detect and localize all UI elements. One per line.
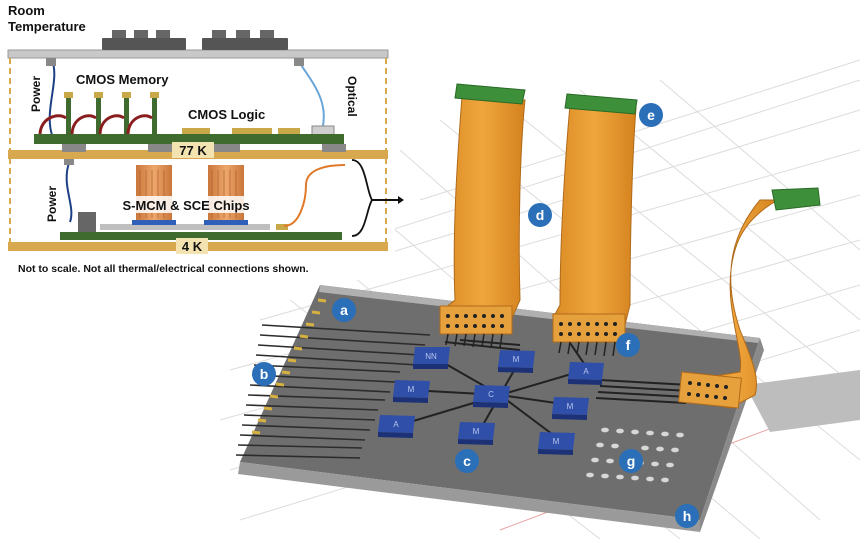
chip: NN (413, 347, 450, 369)
flex-cable-1 (438, 83, 526, 349)
power-label-top: Power (29, 76, 43, 112)
cmos-logic-label: CMOS Logic (188, 107, 265, 122)
chip: M (458, 422, 495, 445)
smcm-label: S-MCM & SCE Chips (122, 198, 249, 213)
pcb-77k (34, 134, 344, 144)
stage-77k-label: 77 K (179, 143, 207, 158)
via-array (585, 427, 685, 483)
stage-4k-badge (176, 238, 208, 254)
svg-text:a: a (340, 302, 348, 318)
power-line-bottom (65, 159, 73, 223)
cryostat-schematic: Room Temperature Power Optical CMOS Memo… (0, 0, 404, 280)
svg-text:e: e (647, 107, 655, 123)
optical-label: Optical (345, 76, 359, 117)
room-temperature-label-line1: Room (8, 3, 45, 18)
svg-text:c: c (463, 453, 471, 469)
edge-pads (251, 298, 327, 435)
chip: M (393, 380, 430, 403)
svg-text:b: b (260, 366, 269, 382)
cmos-memory-modules (38, 92, 159, 136)
stage-4k-label: 4 K (182, 239, 203, 254)
svg-text:f: f (626, 337, 631, 353)
svg-text:d: d (536, 207, 545, 223)
callout-g: g (619, 449, 643, 473)
chip-label: M (567, 402, 574, 411)
callout-a: a (332, 298, 356, 322)
callout-e: e (639, 103, 663, 127)
room-temperature-plate (7, 30, 389, 59)
pcb-4k (60, 232, 342, 240)
smcm-stacks (136, 165, 244, 223)
stage-77k-badge (172, 142, 214, 158)
chip-label: M (553, 437, 560, 446)
svg-text:g: g (627, 453, 636, 469)
svg-text:h: h (683, 508, 692, 524)
cmos-memory-label: CMOS Memory (76, 72, 169, 87)
flex-cable-2 (552, 93, 638, 357)
callout-h: h (675, 504, 699, 528)
callout-f: f (616, 333, 640, 357)
chip: A (378, 415, 415, 438)
callout-d: d (528, 203, 552, 227)
schematic-flex-cable (283, 164, 346, 227)
chip-label: A (393, 420, 399, 429)
sce-chip-row (100, 220, 288, 230)
chip-label: M (513, 355, 520, 364)
chip: M (498, 350, 535, 373)
smcm-label-backdrop (100, 196, 274, 213)
stage-77k-connectors (62, 144, 346, 152)
chip-label: M (408, 385, 415, 394)
chip-label: NN (425, 352, 437, 361)
chip: A (568, 362, 604, 385)
power-line-top (48, 59, 56, 136)
board-shadow (745, 370, 860, 432)
chip-label: M (473, 427, 480, 436)
chip-label: C (488, 390, 494, 399)
flex-cable-3 (678, 187, 821, 409)
sce-chips: NN M A M C M A (378, 347, 604, 455)
callout-c: c (455, 449, 479, 473)
optical-fiber (297, 59, 325, 131)
room-temperature-label-line2: Temperature (8, 19, 86, 34)
chip: C (473, 385, 510, 408)
chip: M (552, 397, 589, 420)
footnote: Not to scale. Not all thermal/electrical… (18, 263, 309, 275)
chip: M (538, 432, 575, 455)
callout-b: b (252, 362, 276, 386)
chip-label: A (583, 367, 589, 376)
power-label-bottom: Power (45, 186, 59, 222)
cmos-logic-chips (182, 128, 300, 134)
